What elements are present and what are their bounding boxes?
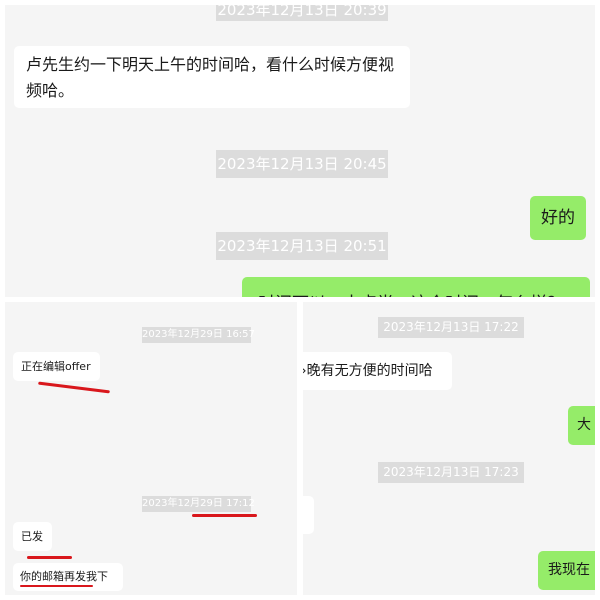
red-underline-annotation bbox=[38, 381, 110, 394]
timestamp: 2023年12月13日 20:45 bbox=[216, 150, 388, 178]
top-chat-panel: 2023年12月13日 20:39 卢先生约一下明天上午的时间哈，看什么时候方便… bbox=[5, 5, 595, 297]
left-chat-panel: 2023年12月29日 16:57 正在编辑offer 2023年12月29日 … bbox=[5, 302, 297, 595]
timestamp: 2023年12月13日 17:23 bbox=[378, 462, 524, 483]
timestamp: 2023年12月13日 17:22 bbox=[378, 317, 524, 338]
message-bubble[interactable]: 正在编辑offer bbox=[13, 352, 100, 381]
timestamp: 2023年12月13日 20:39 bbox=[216, 5, 388, 21]
red-underline-annotation bbox=[27, 556, 72, 559]
timestamp: 2023年12月29日 17:12 bbox=[142, 496, 255, 512]
red-underline-annotation bbox=[20, 585, 93, 587]
message-bubble[interactable]: 我现在 bbox=[538, 551, 595, 590]
message-bubble[interactable]: 时间可以，十点半，这个时间，怎么样？ bbox=[242, 277, 590, 297]
message-bubble[interactable]: ›晚有无方便的时间哈 bbox=[303, 352, 452, 390]
red-underline-annotation bbox=[192, 514, 257, 517]
message-bubble[interactable]: 已发 bbox=[13, 522, 52, 551]
timestamp: 2023年12月29日 16:57 bbox=[142, 327, 255, 343]
message-bubble[interactable] bbox=[303, 496, 314, 534]
message-bubble[interactable]: 卢先生约一下明天上午的时间哈，看什么时候方便视频哈。 bbox=[14, 46, 410, 108]
timestamp: 2023年12月13日 20:51 bbox=[216, 232, 388, 260]
message-bubble[interactable]: 好的 bbox=[530, 196, 586, 240]
right-chat-panel: 2023年12月13日 17:22 ›晚有无方便的时间哈 大 2023年12月1… bbox=[303, 302, 595, 595]
message-bubble[interactable]: 大 bbox=[568, 406, 595, 445]
